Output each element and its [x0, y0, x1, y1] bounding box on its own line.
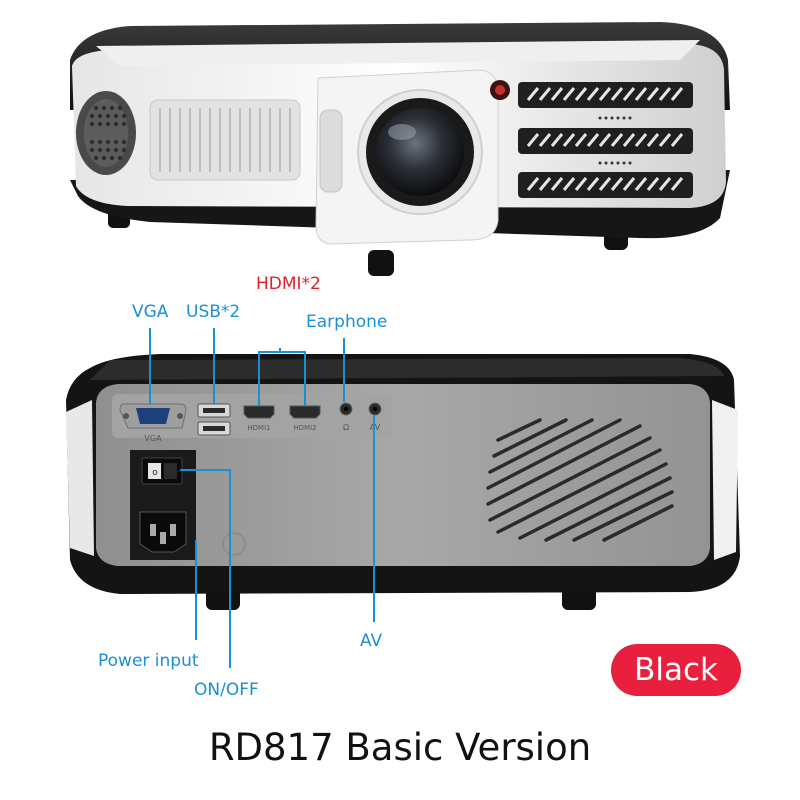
av-marking: AV	[370, 423, 381, 432]
hdmi-ports: HDMI1 HDMI2	[243, 405, 321, 432]
projector-front-view	[70, 22, 730, 276]
earphone-jack: Ω	[339, 402, 353, 432]
vga-port: VGA	[119, 403, 187, 443]
av-jack: AV	[368, 402, 382, 432]
usb-ports	[197, 403, 231, 436]
earphone-marking: Ω	[343, 423, 349, 432]
hdmi-label: HDMI*2	[256, 274, 321, 294]
power-input-label: Power input	[98, 651, 199, 671]
hdmi2-marking: HDMI2	[293, 424, 316, 432]
usb-label: USB*2	[186, 302, 241, 322]
color-badge: Black	[611, 644, 741, 696]
product-caption: RD817 Basic Version	[208, 726, 592, 769]
hdmi1-marking: HDMI1	[247, 424, 270, 432]
projector-rear-view: VGA HDMI1 HDMI2 Ω AV	[66, 354, 740, 610]
vga-port-marking: VGA	[144, 434, 162, 443]
on-off-label: ON/OFF	[194, 680, 259, 700]
earphone-label: Earphone	[306, 312, 388, 332]
vga-label: VGA	[132, 302, 169, 322]
svg-text:o: o	[152, 468, 158, 478]
av-label: AV	[360, 631, 383, 651]
callout-lines	[149, 328, 375, 668]
power-module: o	[130, 450, 196, 560]
